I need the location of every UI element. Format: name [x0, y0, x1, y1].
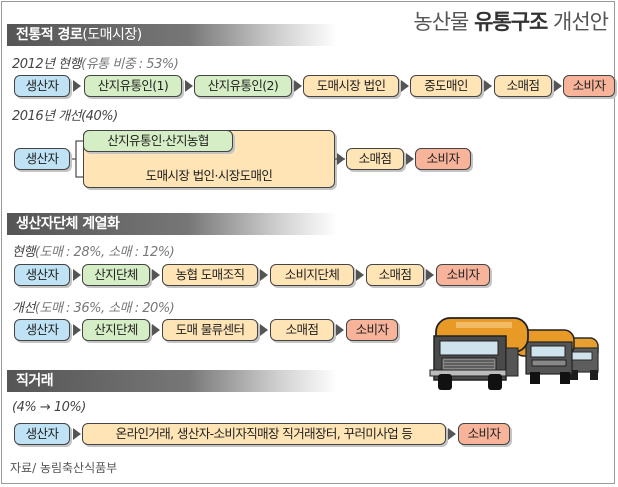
box-consumer: 소비자 — [458, 423, 510, 445]
arrow-icon — [337, 153, 345, 165]
row-2012-label: 2012년 현행(유통 비중 : 53%) — [12, 53, 179, 72]
arrow-icon — [185, 80, 193, 92]
arrow-icon — [401, 80, 409, 92]
box-consumer: 소비자 — [563, 75, 615, 97]
row-improved-label: 개선(도매 : 36%, 소매 : 20%) — [12, 297, 175, 316]
row-current-label: 현행(도매 : 28%, 소매 : 12%) — [12, 241, 175, 260]
box-producer: 생산자 — [14, 423, 70, 445]
arrow-icon — [554, 80, 562, 92]
row-2016-label: 2016년 개선(40%) — [12, 109, 118, 124]
row-2012-note: (유통 비중 : 53%) — [81, 57, 179, 72]
arrow-icon — [294, 80, 302, 92]
row-improved-title: 개선 — [12, 301, 35, 316]
box-collector-2: 산지유통인(2) — [194, 75, 292, 97]
page-title: 농산물 유통구조 개선안 — [413, 6, 609, 36]
title-bold: 유통구조 — [474, 10, 548, 34]
box-nh-wholesale: 농협 도매조직 — [162, 264, 258, 286]
arrow-icon — [73, 269, 81, 281]
arrow-icon — [260, 324, 268, 336]
arrow-icon — [356, 269, 364, 281]
section1-head-text: 전통적 경로 — [16, 27, 83, 43]
box-wholesale-market: 도매시장 법인·시장도매인 — [145, 168, 273, 183]
arrow-icon — [73, 428, 81, 440]
box-local-group: 산지단체 — [82, 264, 150, 286]
arrow-icon — [152, 324, 160, 336]
section-head-producer-groups: 생산자단체 계열화 — [7, 213, 337, 235]
box-consumer: 소비자 — [346, 319, 398, 341]
section-head-direct: 직거래 — [7, 370, 337, 392]
source-note: 자료/ 농림축산식품부 — [10, 461, 118, 475]
box-retail: 소매점 — [346, 148, 404, 170]
box-logistics-center: 도매 물류센터 — [162, 319, 258, 341]
row-current-title: 현행 — [12, 245, 35, 260]
row-current-note: (도매 : 28%, 소매 : 12%) — [34, 245, 175, 260]
box-producer: 생산자 — [14, 319, 70, 341]
box-retail: 소매점 — [270, 319, 334, 341]
section-head-traditional: 전통적 경로(도매시장) — [7, 24, 337, 46]
box-wholesale-corp: 도매시장 법인 — [303, 75, 399, 97]
box-retail: 소매점 — [494, 75, 552, 97]
row-improved-note: (도매 : 36%, 소매 : 20%) — [34, 301, 175, 316]
box-producer: 생산자 — [14, 148, 70, 170]
box-collector-coop: 산지유통인·산지농협 — [83, 130, 233, 152]
arrow-icon — [73, 80, 81, 92]
truck-convoy-icon — [429, 317, 599, 390]
arrow-icon — [336, 324, 344, 336]
box-consumer: 소비자 — [415, 148, 471, 170]
bracket-left — [70, 140, 83, 178]
arrow-icon — [260, 269, 268, 281]
title-tail: 개선안 — [553, 10, 609, 34]
truck-front — [429, 317, 529, 390]
box-middle-wholesaler: 중도매인 — [410, 75, 482, 97]
arrow-icon — [73, 324, 81, 336]
box-consumer: 소비자 — [436, 264, 490, 286]
box-collector-1: 산지유통인(1) — [84, 75, 182, 97]
arrow-icon — [448, 428, 456, 440]
truck-middle — [513, 329, 575, 384]
box-producer: 생산자 — [14, 264, 70, 286]
box-local-group: 산지단체 — [82, 319, 150, 341]
box-retail: 소매점 — [366, 264, 424, 286]
box-producer: 생산자 — [14, 75, 70, 97]
direct-note: (4% → 10%) — [12, 400, 86, 415]
arrow-icon — [484, 80, 492, 92]
arrow-icon — [406, 153, 414, 165]
arrow-icon — [426, 269, 434, 281]
row-2012-year: 2012년 현행 — [12, 57, 82, 72]
box-direct-channels: 온라인거래, 생산자-소비자직매장 직거래장터, 꾸러미사업 등 — [82, 423, 446, 445]
section1-head-ext: (도매시장) — [82, 27, 142, 43]
box-consumer-group: 소비지단체 — [270, 264, 354, 286]
arrow-icon — [152, 269, 160, 281]
title-light: 농산물 — [413, 10, 469, 34]
